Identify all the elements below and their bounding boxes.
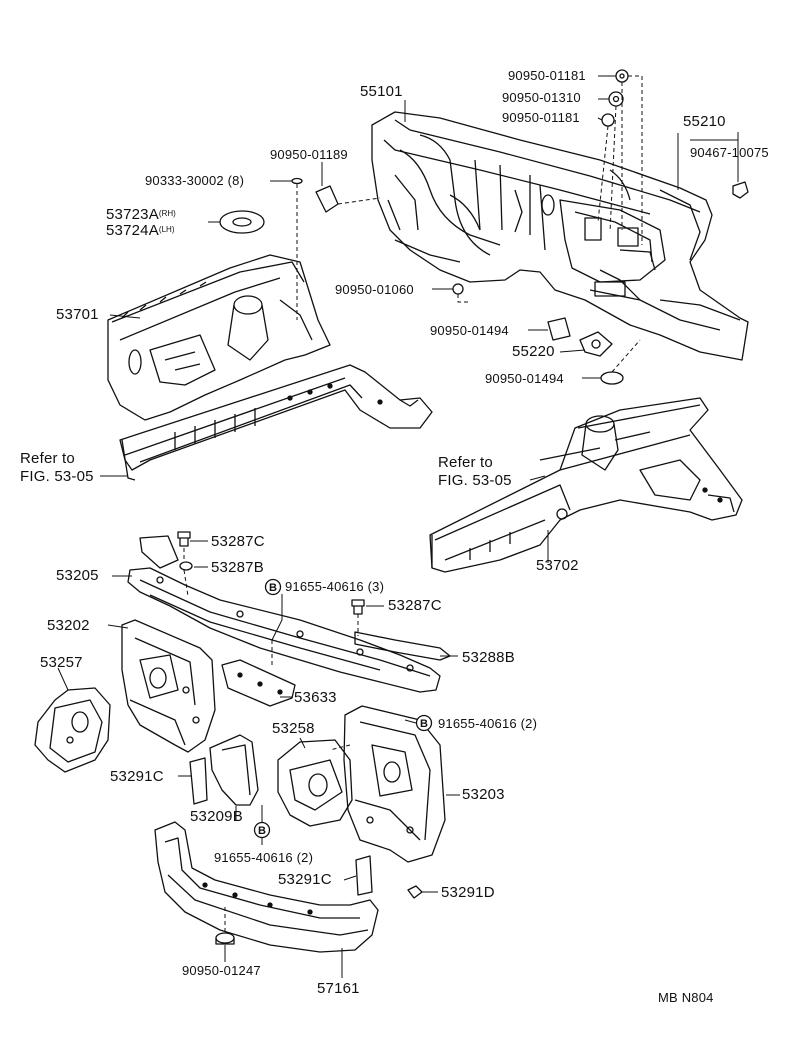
callout-90333-30002: 90333-30002 (8)	[145, 173, 245, 188]
callout-90950-01310: 90950-01310	[502, 90, 581, 105]
support-side-53203	[343, 705, 446, 863]
callout-53724A: 53724A(LH)	[106, 222, 175, 239]
plug-90950-01494-a	[547, 317, 571, 341]
plug-90950-01181-b	[601, 113, 615, 127]
support-bar-53288B	[354, 631, 451, 661]
plug-90950-01494-b	[600, 371, 624, 385]
callout-53291C-b: 53291C	[278, 871, 332, 888]
grommet-53287C-a	[177, 531, 191, 547]
callout-55101: 55101	[360, 83, 403, 100]
callout-53291C-a: 53291C	[110, 768, 164, 785]
callout-53202: 53202	[47, 617, 90, 634]
refer-left-line1: Refer to	[20, 450, 75, 467]
callout-90950-01189: 90950-01189	[270, 147, 348, 162]
badge-b-3: B	[253, 821, 271, 839]
callout-53287B: 53287B	[211, 559, 264, 576]
refer-right-line2: FIG. 53-05	[438, 472, 512, 489]
callout-53291D: 53291D	[441, 884, 495, 901]
support-side-53202	[121, 619, 216, 753]
callout-53288B: 53288B	[462, 649, 515, 666]
front-apron-53702	[429, 397, 743, 573]
cover-53723A-53724A	[219, 210, 265, 234]
refer-right-line1: Refer to	[438, 454, 493, 471]
grommet-53287C-b	[351, 599, 365, 615]
callout-53205: 53205	[56, 567, 99, 584]
callout-53257: 53257	[40, 654, 83, 671]
front-apron-53701	[107, 254, 433, 481]
hole-cover-55220	[579, 331, 613, 357]
callout-53701: 53701	[56, 306, 99, 323]
callout-53258: 53258	[272, 720, 315, 737]
callout-53723A: 53723A(RH)	[106, 206, 176, 223]
badge-b-1: B	[264, 578, 282, 596]
bracket-53633	[221, 659, 296, 707]
callout-57161: 57161	[317, 980, 360, 997]
nut-90333-30002	[291, 177, 303, 185]
svg-text:B: B	[258, 825, 266, 837]
callout-53702: 53702	[536, 557, 579, 574]
callout-53287C-a: 53287C	[211, 533, 265, 550]
callout-90950-01494-a: 90950-01494	[430, 323, 509, 338]
callout-90950-01181-a: 90950-01181	[508, 68, 586, 83]
callout-90950-01247: 90950-01247	[182, 963, 261, 978]
badge-b-2: B	[415, 714, 433, 732]
radiator-support-53205	[127, 535, 441, 693]
seal-53258	[277, 739, 353, 827]
callout-55220: 55220	[512, 343, 555, 360]
callout-91655-40616-2a: 91655-40616 (2)	[438, 716, 538, 731]
clip-90467-10075	[732, 181, 749, 199]
crossmember-57161	[154, 821, 379, 953]
callout-91655-40616-3: 91655-40616 (3)	[285, 579, 385, 594]
plug-90950-01189	[315, 185, 339, 213]
svg-text:B: B	[420, 718, 428, 730]
bracket-53291C-right	[355, 855, 373, 896]
callout-53287C-b: 53287C	[388, 597, 442, 614]
callout-90950-01494-b: 90950-01494	[485, 371, 564, 386]
callout-90467-10075: 90467-10075	[690, 145, 769, 160]
callout-55210: 55210	[683, 113, 726, 130]
bracket-53291C-left	[189, 757, 208, 805]
brace-53209B	[209, 734, 259, 806]
figure-code: MB N804	[658, 990, 714, 1005]
plug-90950-01181-a	[615, 69, 629, 83]
grommet-53287B	[179, 561, 193, 571]
callout-91655-40616-2b: 91655-40616 (2)	[214, 850, 314, 865]
callout-53203: 53203	[462, 786, 505, 803]
leader-lines	[57, 75, 739, 978]
plug-90950-01247	[215, 932, 235, 945]
seal-53257	[34, 687, 111, 773]
callout-90950-01181-b: 90950-01181	[502, 110, 580, 125]
svg-text:B: B	[269, 582, 277, 594]
plug-90950-01060	[452, 283, 464, 295]
dash-panel-55101	[371, 111, 749, 361]
callout-53209B: 53209B	[190, 808, 243, 825]
callout-53633: 53633	[294, 689, 337, 706]
callout-90950-01060: 90950-01060	[335, 282, 414, 297]
refer-left-line2: FIG. 53-05	[20, 468, 94, 485]
clip-53291D	[407, 885, 423, 899]
plug-90950-01310	[608, 91, 624, 107]
